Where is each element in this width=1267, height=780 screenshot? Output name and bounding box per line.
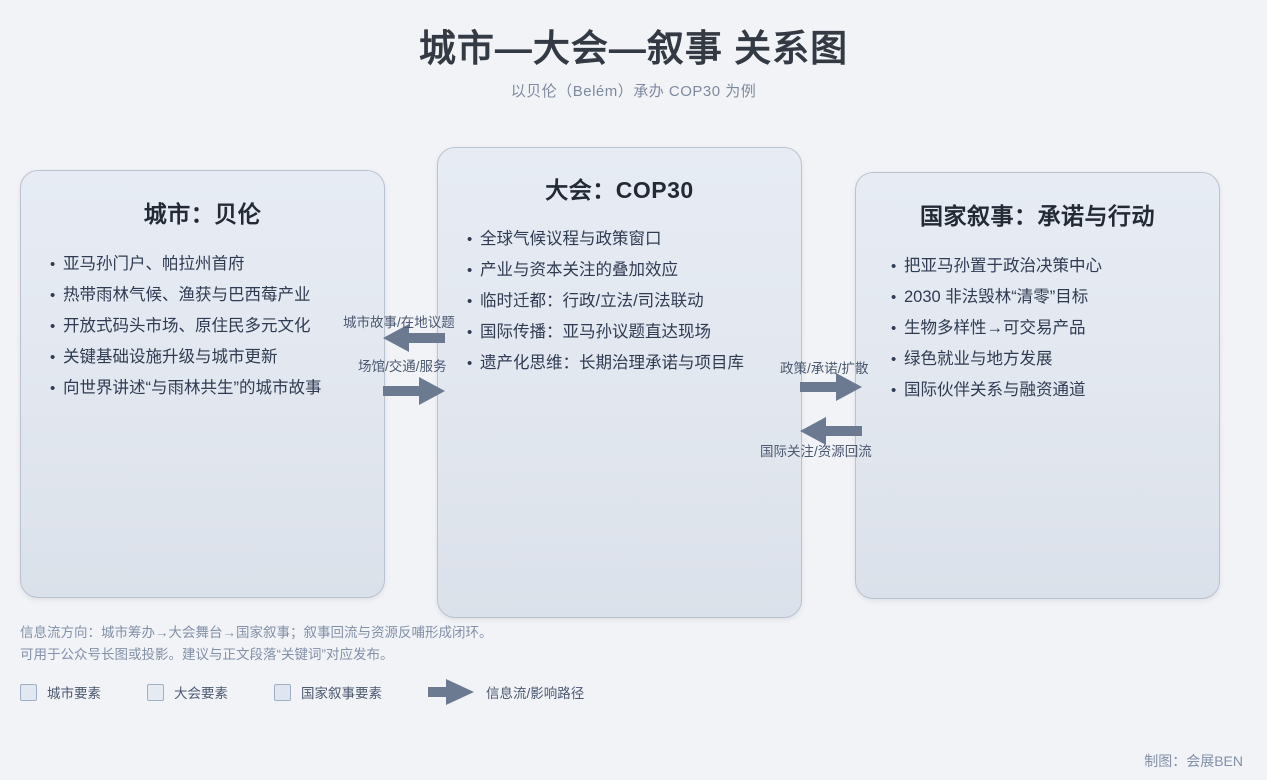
node-list-city: 亚马孙门户、帕拉州首府 热带雨林气候、渔获与巴西莓产业 开放式码头市场、原住民多… — [50, 249, 384, 404]
node-box-conference: 大会：COP30 全球气候议程与政策窗口 产业与资本关注的叠加效应 临时迁都：行… — [437, 147, 802, 618]
list-item: 产业与资本关注的叠加效应 — [467, 255, 801, 286]
node-title-national-narrative: 国家叙事：承诺与行动 — [920, 203, 1155, 229]
node-box-national-narrative: 国家叙事：承诺与行动 把亚马孙置于政治决策中心 2030 非法毁林“清零”目标 … — [855, 172, 1220, 599]
arrow-conference-to-city-icon — [383, 322, 445, 354]
list-item: 全球气候议程与政策窗口 — [467, 224, 801, 255]
legend-swatch-icon — [147, 683, 164, 701]
arrow-label-city-story: 城市故事/在地议题 — [343, 315, 455, 330]
legend-label: 国家叙事要素 — [301, 686, 382, 701]
arrow-label-venue-transport: 场馆/交通/服务 — [358, 359, 447, 374]
arrow-national-to-conference-icon — [800, 415, 862, 447]
legend-label-flow: 信息流/影响路径 — [486, 686, 585, 701]
list-item: 国际伙伴关系与融资通道 — [891, 375, 1219, 406]
legend: 城市要素 大会要素 国家叙事要素 信息流/影响路径 — [20, 678, 584, 706]
list-item: 开放式码头市场、原住民多元文化 — [50, 311, 384, 342]
arrow-label-international-attention: 国际关注/资源回流 — [760, 444, 872, 459]
legend-label: 大会要素 — [174, 686, 228, 701]
legend-swatch-icon — [274, 683, 291, 701]
legend-item-national: 国家叙事要素 — [274, 682, 382, 702]
flow-arrow-icon — [428, 679, 474, 705]
list-item: 国际传播：亚马孙议题直达现场 — [467, 317, 801, 348]
note-flow-direction: 信息流方向：城市筹办→大会舞台→国家叙事；叙事回流与资源反哺形成闭环。 — [20, 625, 493, 640]
legend-item-city: 城市要素 — [20, 682, 101, 702]
page-title: 城市—大会—叙事 关系图 — [418, 28, 849, 69]
list-item: 生物多样性→可交易产品 — [891, 313, 1219, 344]
credit-text: 制图：会展BEN — [1144, 753, 1243, 769]
list-item: 2030 非法毁林“清零”目标 — [891, 282, 1219, 313]
list-item: 关键基础设施升级与城市更新 — [50, 342, 384, 373]
list-item: 遗产化思维：长期治理承诺与项目库 — [467, 348, 801, 379]
arrow-city-to-conference-icon — [383, 375, 445, 407]
legend-item-flow: 信息流/影响路径 — [428, 678, 584, 706]
list-item: 把亚马孙置于政治决策中心 — [891, 251, 1219, 282]
legend-item-conference: 大会要素 — [147, 682, 228, 702]
node-list-national-narrative: 把亚马孙置于政治决策中心 2030 非法毁林“清零”目标 生物多样性→可交易产品… — [891, 251, 1219, 406]
arrow-label-policy-commitment: 政策/承诺/扩散 — [780, 361, 869, 376]
list-item: 热带雨林气候、渔获与巴西莓产业 — [50, 280, 384, 311]
node-title-conference: 大会：COP30 — [545, 177, 694, 203]
list-item: 临时迁都：行政/立法/司法联动 — [467, 286, 801, 317]
arrow-conference-to-national-icon — [800, 371, 862, 403]
legend-label: 城市要素 — [47, 686, 101, 701]
list-item: 向世界讲述“与雨林共生”的城市故事 — [50, 373, 384, 404]
list-item: 亚马孙门户、帕拉州首府 — [50, 249, 384, 280]
list-item: 绿色就业与地方发展 — [891, 344, 1219, 375]
node-box-city: 城市：贝伦 亚马孙门户、帕拉州首府 热带雨林气候、渔获与巴西莓产业 开放式码头市… — [20, 170, 385, 598]
note-usage: 可用于公众号长图或投影。建议与正文段落“关键词”对应发布。 — [20, 647, 394, 662]
node-list-conference: 全球气候议程与政策窗口 产业与资本关注的叠加效应 临时迁都：行政/立法/司法联动… — [467, 224, 801, 379]
legend-swatch-icon — [20, 683, 37, 701]
page-subtitle: 以贝伦（Belém）承办 COP30 为例 — [510, 83, 757, 100]
node-title-city: 城市：贝伦 — [143, 201, 262, 227]
